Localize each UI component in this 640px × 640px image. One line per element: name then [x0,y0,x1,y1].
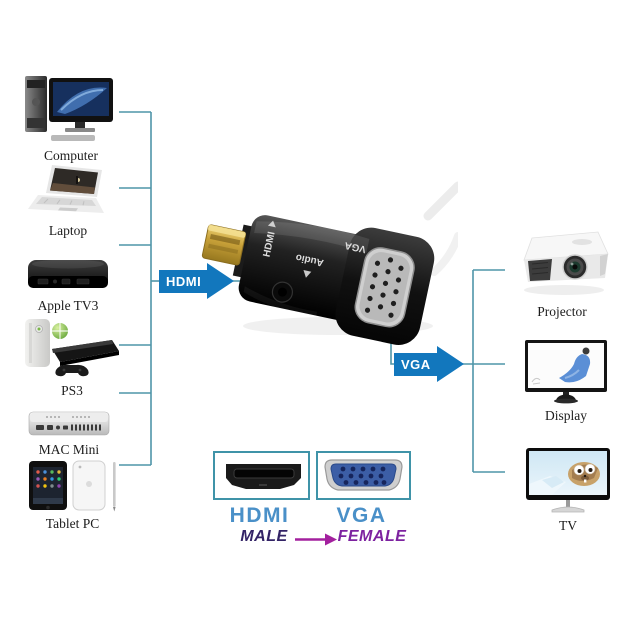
laptop-image [28,165,104,213]
vga-flow-arrow: VGA [394,346,464,382]
vga-flow-label: VGA [394,352,437,376]
hdmi-arrowhead-icon [207,263,235,299]
computer-image [25,76,113,141]
male-to-female-arrow-icon [295,533,337,546]
device-laptop: Laptop [20,163,116,239]
tablet-pc-image [28,460,116,512]
device-label: MAC Mini [38,442,100,457]
adapter-print-vga: VGA [344,239,367,254]
hdmi-connector-box [213,451,310,500]
vga-connector-box [316,451,411,500]
device-label: TV [559,518,577,533]
tv-image [526,448,610,513]
legend-vga-label: VGA [336,504,387,527]
device-label: Apple TV3 [37,298,99,313]
hdmi-flow-label: HDMI [159,269,208,293]
hdmi-flow-arrow: HDMI [159,263,235,299]
mac-mini-image [28,411,110,436]
device-computer: Computer [23,72,119,164]
female-label: FEMALE [337,528,407,545]
device-label: Computer [44,148,98,163]
display-image [525,340,607,404]
device-apple-tv: Apple TV3 [22,254,114,314]
vga-arrowhead-icon [436,346,464,382]
male-label: MALE [240,528,288,545]
device-label: PS3 [61,383,83,398]
adapter-print-hdmi: HDMI [262,231,278,258]
device-ps3: PS3 [22,313,122,399]
device-projector: Projector [512,224,612,320]
vga-port-icon [324,459,403,491]
device-label: Laptop [48,223,88,238]
device-label: Display [545,408,587,423]
apple-tv-image [28,259,108,288]
projector-image [523,231,609,295]
hdmi-port-icon [226,464,301,489]
legend-hdmi-label: HDMI [229,504,290,527]
device-label: Projector [537,304,587,319]
device-label: Tablet PC [45,516,100,531]
ps3-image [25,319,119,377]
hdmi-vga-adapter-image: HDMI Audio VGA [201,181,458,345]
device-tv: TV [522,446,614,534]
device-mac-mini: MAC Mini [25,409,113,458]
device-display: Display [520,338,612,424]
device-tablet-pc: Tablet PC [25,459,120,532]
